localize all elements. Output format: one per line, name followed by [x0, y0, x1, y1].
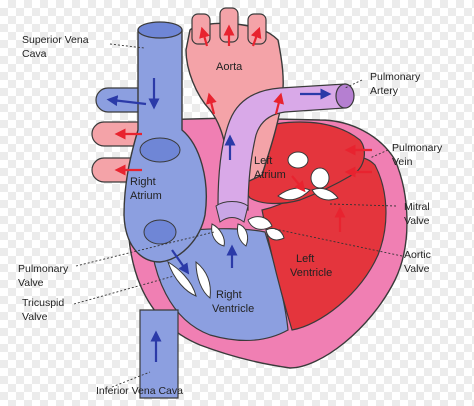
label-tricuspid-valve-1: Tricuspid — [22, 297, 64, 309]
flow-arrows-blue — [106, 78, 332, 362]
label-right-ventricle-2: Ventricle — [212, 303, 254, 315]
label-pulmonary-valve-1: Pulmonary — [18, 263, 69, 275]
label-left-ventricle-1: Left — [296, 253, 314, 265]
label-superior-vena-cava-1: Superior Vena — [22, 34, 89, 46]
right-ventricle — [149, 228, 289, 342]
label-pulmonary-vein-2: Vein — [392, 156, 413, 168]
pulmonary-artery-opening — [335, 83, 355, 109]
inferior-vena-cava — [139, 309, 179, 399]
left-atrium-inner-valve — [287, 151, 330, 189]
label-pulmonary-vein-1: Pulmonary — [392, 142, 443, 154]
label-right-atrium-1: Right — [130, 176, 156, 188]
leader-lines — [73, 43, 403, 388]
label-left-ventricle-2: Ventricle — [290, 267, 332, 279]
label-pulmonary-artery-2: Artery — [370, 85, 399, 97]
label-aorta: Aorta — [216, 61, 243, 73]
label-right-atrium-2: Atrium — [130, 190, 162, 202]
pulmonary-vein-inlet — [139, 137, 181, 163]
pulmonary-valve — [211, 201, 249, 247]
label-tricuspid-valve-2: Valve — [22, 311, 48, 323]
label-aortic-valve-2: Valve — [404, 263, 430, 275]
flow-arrows-red — [114, 24, 372, 232]
superior-vena-cava-opening — [137, 21, 183, 39]
label-right-ventricle-1: Right — [216, 289, 242, 301]
tricuspid-valve — [167, 260, 211, 299]
label-pulmonary-valve-2: Valve — [18, 277, 44, 289]
coronary-sinus — [143, 219, 177, 245]
label-mitral-valve-2: Valve — [404, 215, 430, 227]
label-superior-vena-cava-2: Cava — [22, 48, 47, 60]
label-mitral-valve-1: Mitral — [404, 201, 430, 213]
label-inferior-vena-cava: Inferior Vena Cava — [96, 385, 183, 397]
label-pulmonary-artery-1: Pulmonary — [370, 71, 421, 83]
label-aortic-valve-1: Aortic — [404, 249, 431, 261]
label-left-atrium-1: Left — [254, 155, 272, 167]
label-left-atrium-2: Atrium — [254, 169, 286, 181]
